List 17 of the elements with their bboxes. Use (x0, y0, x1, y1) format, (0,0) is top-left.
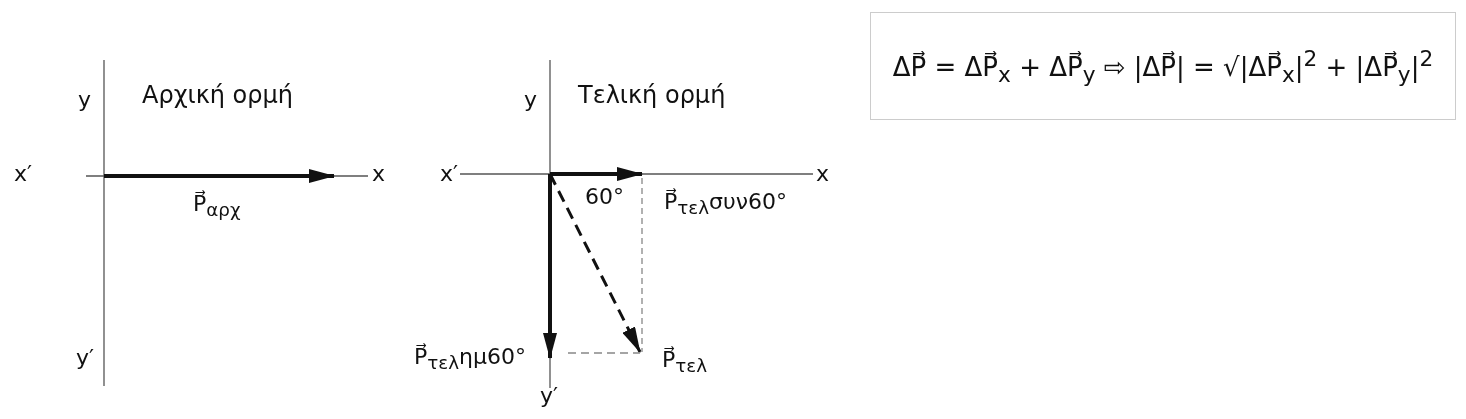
axis-label: x′ (14, 162, 32, 187)
axis-label: x′ (440, 162, 458, 187)
vector-label: P⃗$_{αρχ}$ (193, 192, 241, 221)
formula-box (870, 12, 1456, 120)
panel-heading: Αρχική ορμή (142, 82, 294, 109)
panel-heading: Τελική ορμή (578, 82, 726, 109)
vector-label: P⃗$_{τελ}$ημ60° (414, 345, 526, 374)
axis-label: y′ (540, 384, 558, 409)
axis-label: x (372, 162, 386, 187)
vector-label: P⃗$_{τελ}$συν60° (664, 190, 788, 219)
axis-label: x (816, 162, 830, 187)
axis-label: y′ (76, 346, 94, 371)
axis-label: y (78, 88, 92, 113)
vector-label: P⃗$_{τελ}$ (662, 348, 708, 377)
axis-label: y (524, 88, 538, 113)
angle-label: 60° (585, 185, 624, 210)
formula: ΔP⃗ = ΔP⃗$_{x}$ + ΔP⃗$_{y}$ ⇨ |ΔP⃗| = √|ΔP⃗$_{x}$|$^{2}$ + |ΔP⃗$_{y}$|$^{2}$ (892, 45, 1434, 87)
